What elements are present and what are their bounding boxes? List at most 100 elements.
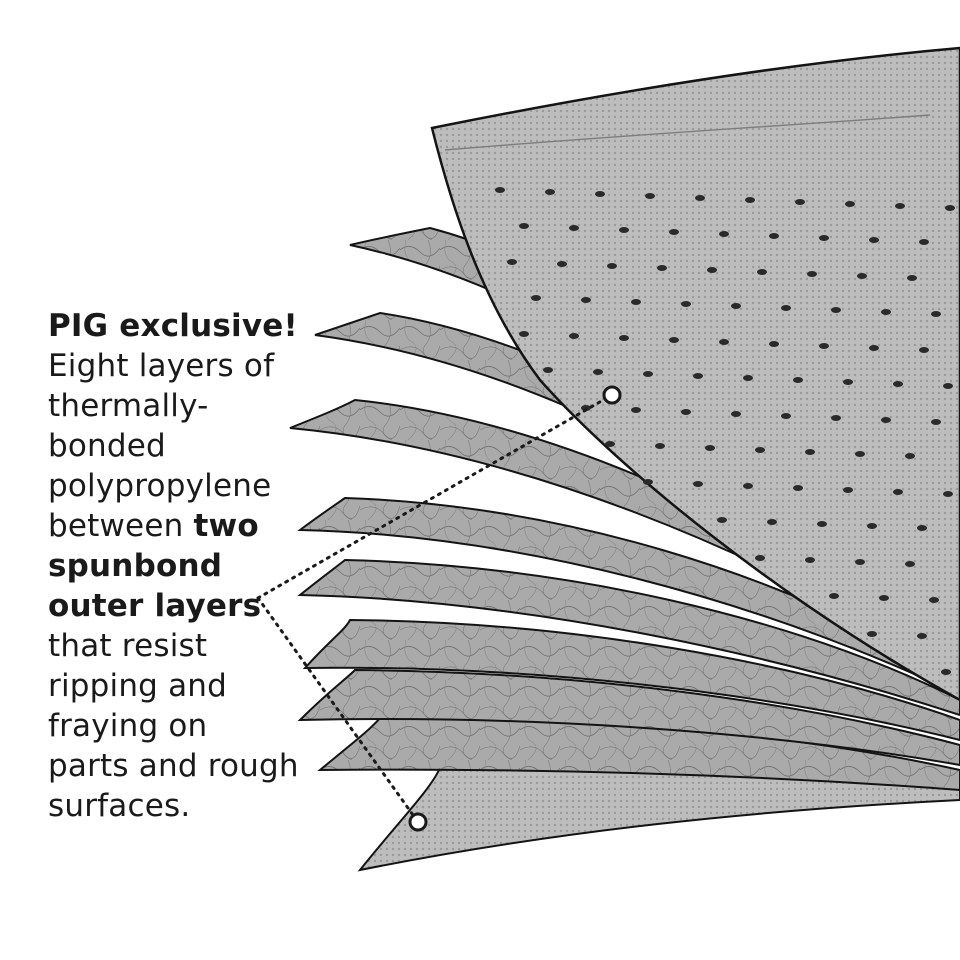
perforation-hole	[645, 193, 655, 199]
perforation-hole	[881, 309, 891, 315]
perforation-hole	[845, 201, 855, 207]
perforation-hole	[581, 405, 591, 411]
perforation-hole	[643, 479, 653, 485]
perforation-hole	[831, 307, 841, 313]
perforation-hole	[781, 413, 791, 419]
caption-line-7: spunbond	[48, 548, 223, 584]
perforation-hole	[557, 261, 567, 267]
perforation-hole	[519, 223, 529, 229]
caption-headline: PIG exclusive!	[48, 308, 298, 344]
perforation-hole	[595, 191, 605, 197]
callout-marker-top	[602, 385, 622, 405]
perforation-hole	[581, 297, 591, 303]
perforation-hole	[643, 371, 653, 377]
perforation-hole	[767, 519, 777, 525]
perforation-hole	[831, 415, 841, 421]
perforation-hole	[843, 487, 853, 493]
perforation-hole	[655, 443, 665, 449]
description-caption: PIG exclusive! Eight layers of thermally…	[48, 306, 348, 826]
perforation-hole	[829, 593, 839, 599]
perforation-hole	[681, 301, 691, 307]
perforation-hole	[543, 367, 553, 373]
caption-line-6: between two	[48, 506, 348, 546]
caption-line-6-bold: two	[193, 508, 259, 544]
perforation-hole	[917, 525, 927, 531]
perforation-hole	[669, 337, 679, 343]
perforation-hole	[931, 419, 941, 425]
perforation-hole	[879, 595, 889, 601]
perforation-hole	[881, 417, 891, 423]
perforation-hole	[805, 557, 815, 563]
perforation-hole	[755, 555, 765, 561]
perforation-hole	[905, 453, 915, 459]
caption-line-4: bonded	[48, 428, 166, 464]
perforation-hole	[855, 559, 865, 565]
perforation-hole	[943, 491, 953, 497]
perforation-hole	[855, 451, 865, 457]
perforation-hole	[745, 197, 755, 203]
perforation-hole	[805, 449, 815, 455]
caption-line-11: fraying on	[48, 708, 208, 744]
perforation-hole	[731, 411, 741, 417]
inner-layer-5	[297, 558, 960, 717]
perforation-hole	[593, 369, 603, 375]
perforation-hole	[657, 265, 667, 271]
caption-line-12: parts and rough	[48, 748, 299, 784]
perforation-hole	[743, 375, 753, 381]
caption-line-5: polypropylene	[48, 468, 272, 504]
perforation-hole	[945, 205, 955, 211]
perforation-hole	[867, 523, 877, 529]
perforation-hole	[681, 409, 691, 415]
caption-line-2: Eight layers of	[48, 348, 275, 384]
perforation-hole	[807, 271, 817, 277]
outer-layer-top-edge	[444, 114, 931, 151]
perforation-hole	[781, 305, 791, 311]
perforation-hole	[731, 303, 741, 309]
perforation-hole	[893, 381, 903, 387]
perforation-hole	[819, 235, 829, 241]
perforation-hole	[695, 195, 705, 201]
perforation-hole	[769, 233, 779, 239]
perforation-hole	[707, 267, 717, 273]
perforation-hole	[631, 407, 641, 413]
perforation-hole	[857, 273, 867, 279]
perforation-hole	[569, 225, 579, 231]
perforation-hole	[769, 341, 779, 347]
perforation-hole	[719, 339, 729, 345]
perforation-hole	[919, 239, 929, 245]
perforation-hole	[893, 489, 903, 495]
inner-layer-7	[297, 668, 960, 767]
perforation-hole	[619, 335, 629, 341]
inner-layer-6	[302, 618, 960, 742]
perforation-hole	[867, 631, 877, 637]
perforation-hole	[919, 347, 929, 353]
caption-line-3: thermally-	[48, 388, 209, 424]
caption-line-10: ripping and	[48, 668, 228, 704]
perforation-hole	[793, 377, 803, 383]
perforation-hole	[743, 483, 753, 489]
perforation-hole	[719, 231, 729, 237]
perforation-hole	[531, 295, 541, 301]
caption-line-8: outer layers	[48, 588, 262, 624]
perforation-hole	[669, 229, 679, 235]
perforation-hole	[907, 275, 917, 281]
perforation-hole	[705, 445, 715, 451]
perforation-hole	[869, 237, 879, 243]
perforation-hole	[693, 373, 703, 379]
perforation-holes	[495, 187, 955, 675]
caption-line-9: that resist	[48, 628, 208, 664]
perforation-hole	[895, 203, 905, 209]
perforation-hole	[793, 485, 803, 491]
caption-line-13: surfaces.	[48, 788, 191, 824]
perforation-hole	[693, 481, 703, 487]
perforation-hole	[507, 259, 517, 265]
perforation-hole	[917, 633, 927, 639]
perforation-hole	[545, 189, 555, 195]
callout-pointer-bottom	[256, 596, 420, 824]
perforation-hole	[631, 299, 641, 305]
perforation-hole	[819, 343, 829, 349]
perforation-hole	[905, 561, 915, 567]
perforation-hole	[619, 227, 629, 233]
perforation-hole	[869, 345, 879, 351]
